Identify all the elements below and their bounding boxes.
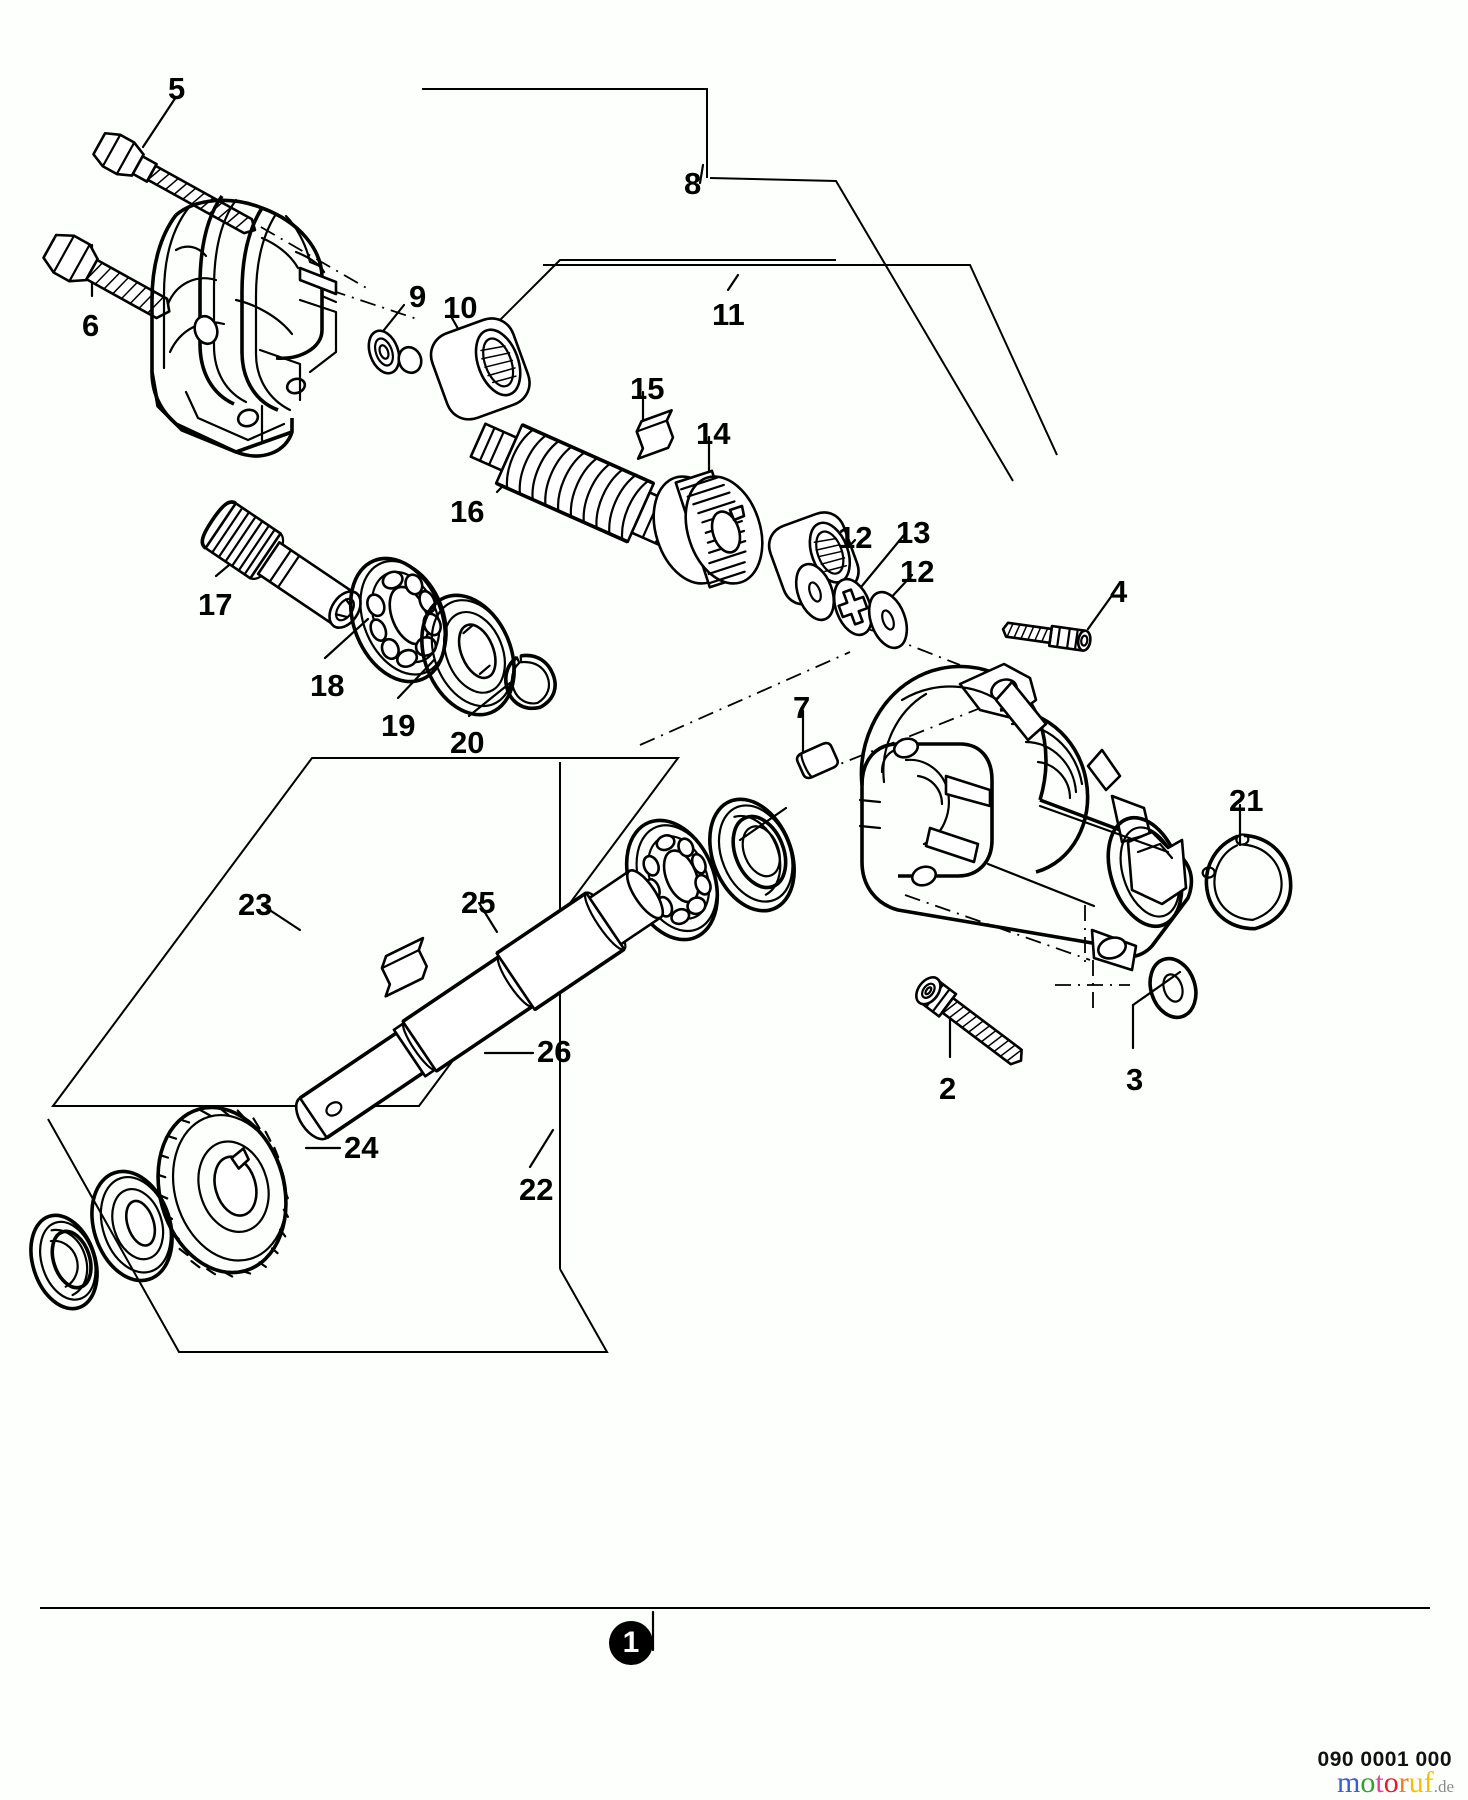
callout-12-lower[interactable]: 12 (900, 554, 935, 589)
wm-letter-r: r (1398, 1766, 1409, 1799)
wm-letter-o2: o (1383, 1766, 1399, 1799)
callout-12-upper[interactable]: 12 (838, 520, 873, 555)
callout-8[interactable]: 8 (684, 166, 702, 201)
callout-6[interactable]: 6 (82, 308, 100, 343)
callout-13[interactable]: 13 (896, 515, 931, 550)
callout-16[interactable]: 16 (450, 494, 485, 529)
callout-25[interactable]: 25 (461, 885, 496, 920)
wm-suffix: .de (1433, 1777, 1454, 1796)
wm-letter-u: u (1408, 1766, 1424, 1799)
motoruf-watermark: motoruf.de (1337, 1768, 1454, 1798)
callout-circled-1[interactable]: 1 (609, 1621, 653, 1665)
wm-letter-m: m (1337, 1766, 1361, 1799)
callout-22[interactable]: 22 (519, 1172, 554, 1207)
callout-18[interactable]: 18 (310, 668, 345, 703)
callout-3[interactable]: 3 (1126, 1062, 1144, 1097)
callout-17[interactable]: 17 (198, 587, 233, 622)
callout-2[interactable]: 2 (939, 1071, 957, 1106)
callout-14[interactable]: 14 (696, 416, 731, 451)
part-number: 090 0001 000 (1317, 1748, 1452, 1771)
callout-10[interactable]: 10 (443, 290, 478, 325)
wm-letter-t: t (1375, 1766, 1384, 1799)
callout-20[interactable]: 20 (450, 725, 485, 760)
callout-5[interactable]: 5 (168, 71, 186, 106)
callout-4[interactable]: 4 (1110, 574, 1128, 609)
wm-letter-o1: o (1360, 1766, 1376, 1799)
callout-21[interactable]: 21 (1229, 783, 1264, 818)
callout-26[interactable]: 26 (537, 1034, 572, 1069)
callout-11[interactable]: 11 (712, 297, 745, 332)
callout-19[interactable]: 19 (381, 708, 416, 743)
callout-7[interactable]: 7 (793, 690, 811, 725)
wm-letter-f: f (1423, 1766, 1434, 1799)
callout-9[interactable]: 9 (409, 279, 427, 314)
callout-15[interactable]: 15 (630, 371, 665, 406)
callout-24[interactable]: 24 (344, 1130, 379, 1165)
callout-23[interactable]: 23 (238, 887, 273, 922)
